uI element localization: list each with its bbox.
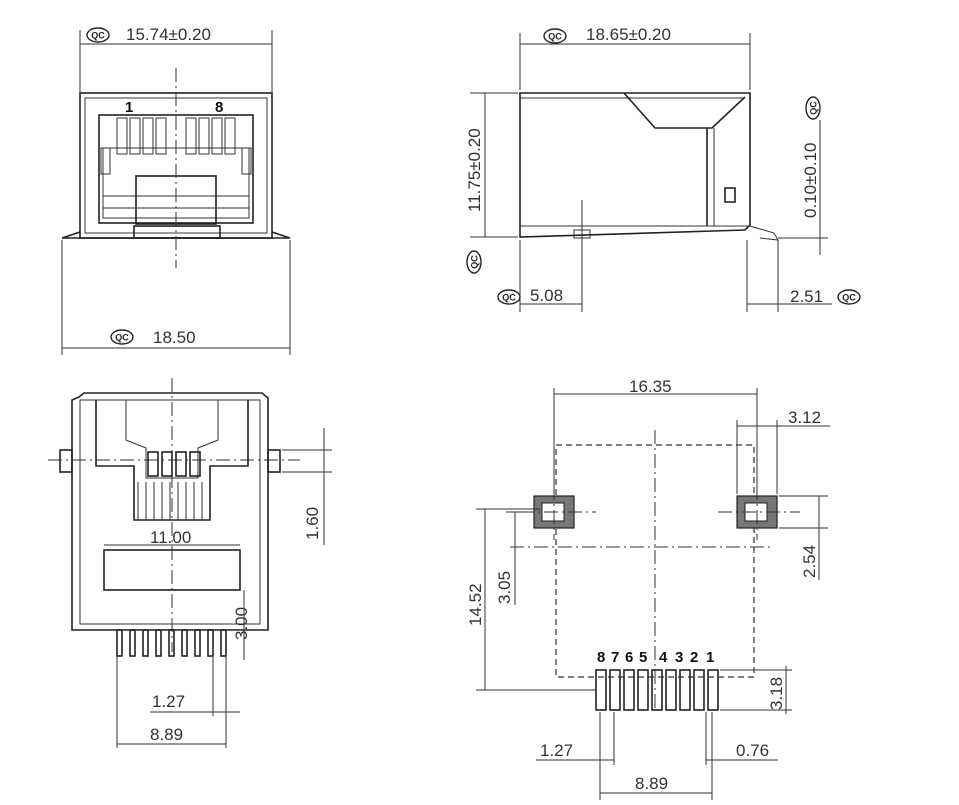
lead-tail — [749, 225, 779, 241]
pin-number: 4 — [659, 649, 668, 666]
pin-number: 7 — [611, 649, 619, 666]
footprint-pin — [679, 669, 691, 711]
qc-label: QC — [470, 255, 480, 269]
qc-mark: QC — [110, 329, 134, 345]
qc-mark: QC — [543, 28, 567, 44]
dim-post-offset: 5.08 — [530, 286, 563, 305]
qc-label: QC — [91, 31, 105, 41]
dim-post-spacing: 16.35 — [629, 377, 672, 396]
pin-number: 3 — [675, 649, 683, 666]
qc-mark: QC — [805, 96, 821, 120]
qc-label: QC — [842, 293, 856, 303]
dim-post-offset-y: 2.54 — [800, 545, 819, 578]
back-housing-inner — [79, 399, 261, 625]
led-window-right — [241, 147, 252, 175]
back-contacts — [137, 451, 203, 520]
pin-label-first: 1 — [125, 99, 133, 116]
post-left — [59, 449, 73, 473]
dim-fp-pin-pitch: 1.27 — [540, 741, 573, 760]
qc-label: QC — [115, 333, 129, 343]
qc-label: QC — [548, 32, 562, 42]
dim-width-bottom: 18.50 — [153, 328, 196, 347]
footprint-pin — [651, 669, 663, 711]
dim-coplanarity: 0.10±0.10 — [801, 142, 820, 218]
dim-pin-pitch: 1.27 — [152, 692, 185, 711]
pin-number: 8 — [597, 649, 605, 666]
dim-pin-span: 8.89 — [150, 725, 183, 744]
pin-label-last: 8 — [215, 99, 223, 116]
footprint-pin — [707, 669, 719, 711]
side-view: QC 18.65±0.20 11.75±0.20 QC 0.10±0.10 QC — [465, 25, 861, 312]
pcb-footprint: 16.35 3.12 2.54 3.05 14.52 — [466, 377, 830, 800]
led-window — [724, 187, 736, 203]
qc-label: QC — [502, 293, 516, 303]
latch-slope — [623, 92, 746, 129]
side-housing — [519, 92, 751, 238]
qc-mark: QC — [466, 250, 482, 274]
qc-label: QC — [809, 101, 819, 115]
bottom-tab — [133, 225, 221, 239]
post-right — [267, 449, 281, 473]
led-window-left — [100, 147, 111, 175]
qc-mark: QC — [86, 27, 110, 43]
back-cutout — [95, 400, 249, 521]
outline-dashed — [555, 444, 755, 678]
front-view: QC 15.74±0.20 1 8 — [61, 25, 291, 355]
pin-numbers: 8 7 6 5 4 3 2 1 — [597, 649, 714, 666]
dim-pin-height: 3.00 — [232, 607, 251, 640]
dim-height: 11.75±0.20 — [465, 128, 484, 212]
dim-post-offset-right: 3.12 — [788, 408, 821, 427]
qc-mark: QC — [837, 289, 861, 305]
dim-row-offset: 3.18 — [767, 677, 786, 710]
back-housing — [71, 392, 269, 631]
dim-post-height: 1.60 — [303, 507, 322, 540]
footprint-pin — [637, 669, 649, 711]
dim-overall-depth: 14.52 — [466, 583, 485, 626]
dim-inner-width: 11.00 — [150, 528, 191, 547]
pin-number: 2 — [690, 649, 698, 666]
footprint-pin — [623, 669, 635, 711]
dim-width-top: 15.74±0.20 — [126, 25, 211, 44]
latch-outline — [125, 400, 219, 479]
back-window — [103, 549, 241, 591]
back-view: 11.00 1.60 3.00 1.27 8.89 — [48, 378, 332, 748]
footprint-pin — [609, 669, 621, 711]
footprint-pin — [665, 669, 677, 711]
back-pins — [116, 629, 227, 657]
dim-hole-diameter: 0.76 — [736, 741, 769, 760]
dim-post-to-row: 3.05 — [495, 571, 514, 604]
footprint-pin — [693, 669, 705, 711]
footprint-pins — [595, 669, 719, 711]
pin-number: 1 — [706, 649, 714, 666]
qc-mark: QC — [497, 289, 521, 305]
dim-fp-pin-span: 8.89 — [635, 774, 668, 793]
dim-length: 18.65±0.20 — [586, 25, 671, 44]
dim-lead-extension: 2.51 — [790, 287, 823, 306]
footprint-pin — [595, 669, 607, 711]
pin-number: 6 — [625, 649, 633, 666]
contact-slots — [116, 117, 236, 155]
pin-number: 5 — [639, 649, 647, 666]
